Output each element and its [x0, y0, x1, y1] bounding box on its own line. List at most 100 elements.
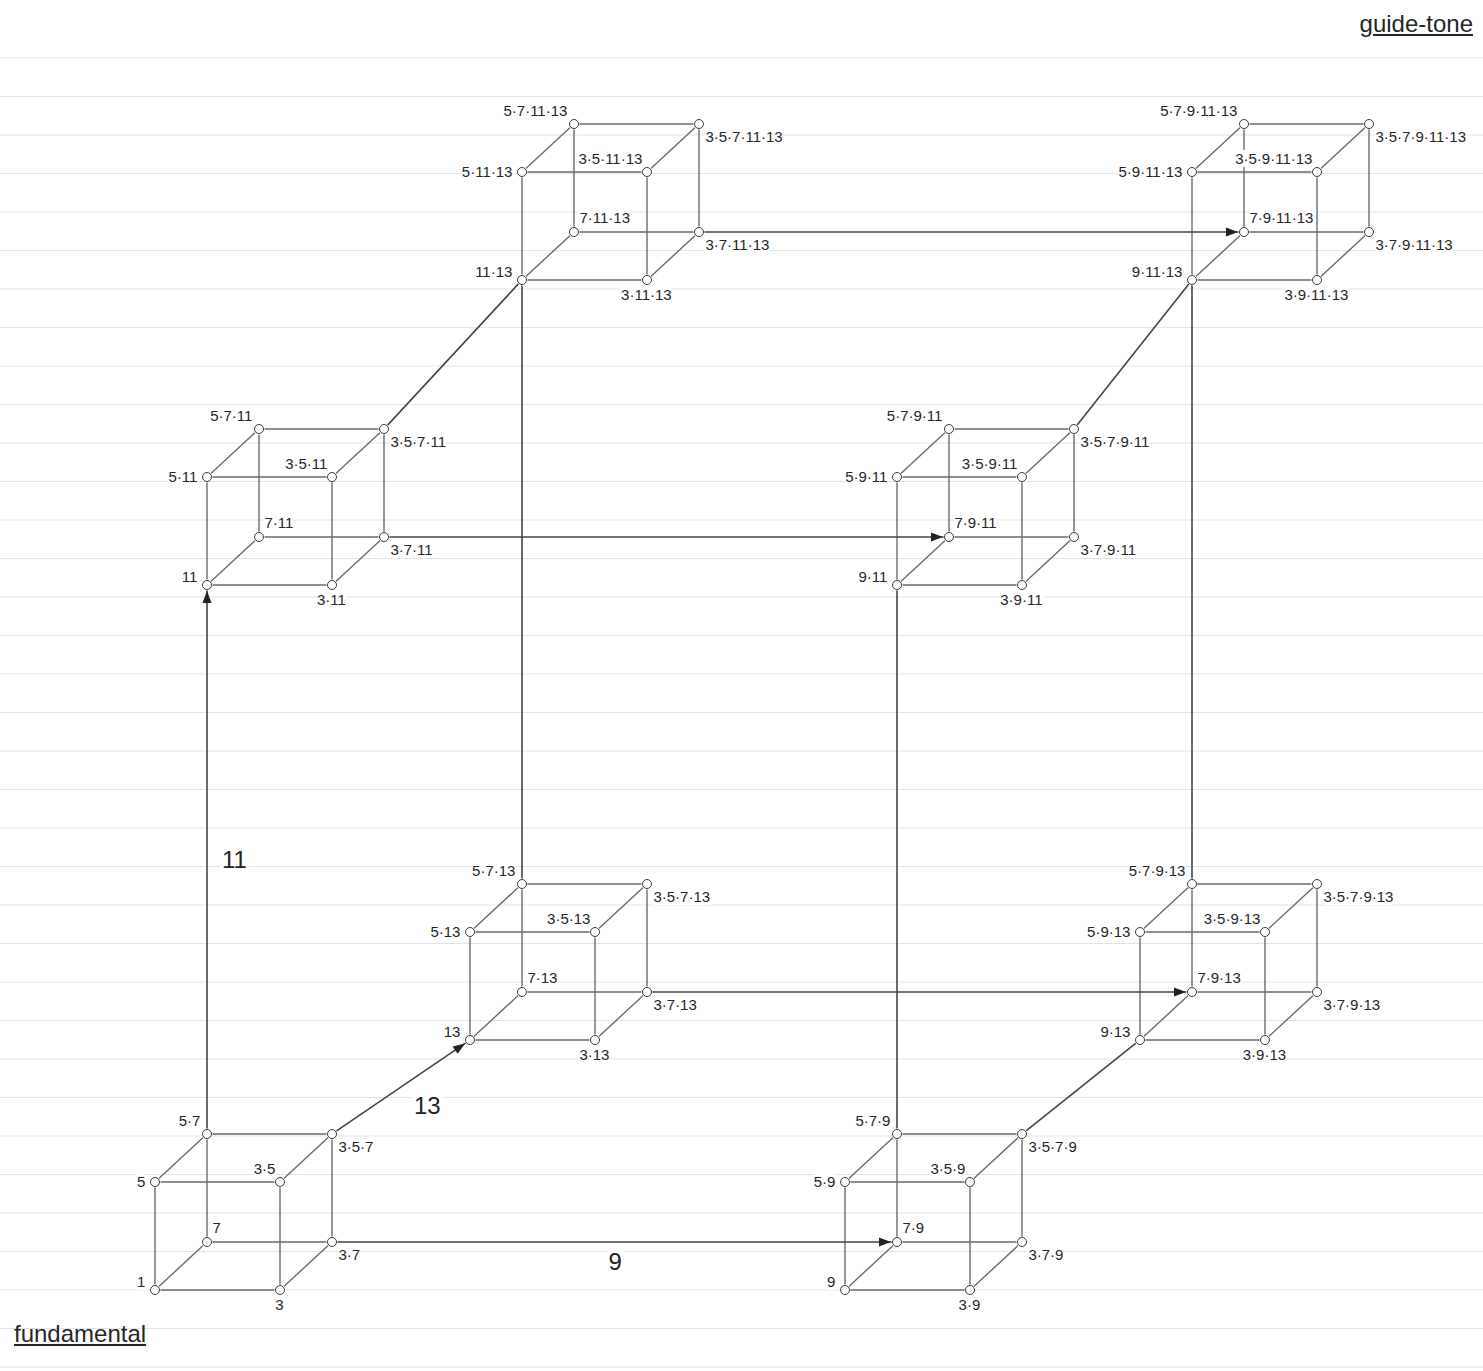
cube-vertex: 3·7·9	[1017, 1237, 1027, 1247]
link-line	[388, 284, 518, 424]
edge-line	[213, 584, 326, 585]
cube-edge	[974, 1246, 1017, 1286]
edge-line	[1144, 996, 1187, 1036]
cube-edge	[1250, 232, 1363, 233]
cube-edge	[336, 433, 379, 473]
edge-line	[1139, 938, 1140, 1034]
edge-line	[1196, 236, 1239, 276]
cube-edge	[1265, 938, 1266, 1034]
vertex-label: 3·9	[959, 1296, 981, 1313]
edge-line	[1191, 890, 1192, 986]
edge-line	[903, 1133, 1016, 1134]
cube-edge	[1196, 128, 1239, 168]
edge-line	[1321, 236, 1364, 276]
vertex-label: 3·7·11	[390, 541, 432, 558]
vertex-label: 7·9	[902, 1219, 924, 1236]
edge-line	[1198, 279, 1311, 280]
cube-edge	[528, 172, 641, 173]
cube-vertex: 3·5·7·13	[642, 879, 652, 889]
cube-edge	[1026, 541, 1069, 581]
cube-edge	[901, 541, 944, 581]
cube-vertex: 7·11·13	[569, 227, 579, 237]
edge-line	[336, 541, 379, 581]
edge-line	[206, 483, 207, 579]
edge-line	[646, 178, 647, 274]
cube-vertex: 3·5·9·11	[1017, 472, 1027, 482]
vertex-label: 3·5·9·11·13	[1235, 150, 1312, 167]
cube-vertex: 3·5·7·11·13	[694, 119, 704, 129]
edge-line	[955, 536, 1068, 537]
cube-edge	[1198, 172, 1311, 173]
vertex-label: 3·9·11	[1000, 591, 1042, 608]
arrow-head	[931, 533, 943, 542]
cube-vertex: 7·9	[892, 1237, 902, 1247]
cube-edge	[159, 1246, 202, 1286]
vertex-label: 3·7·11·13	[705, 236, 769, 253]
vertex-label: 13	[444, 1023, 461, 1040]
vertex-label: 5·7·11·13	[503, 102, 567, 119]
arrow-head	[879, 1238, 891, 1247]
cube-edge	[1244, 130, 1245, 226]
edge-line	[705, 231, 1238, 233]
cube-vertex: 5·7·9·13	[1187, 879, 1197, 889]
cube-edge	[265, 537, 378, 538]
edge-line	[213, 1241, 326, 1242]
cube-vertex: 13	[465, 1035, 475, 1045]
edge-line	[528, 883, 641, 884]
vertex-label: 3·11	[317, 591, 346, 608]
edge-line	[1026, 433, 1069, 473]
cube-vertex: 3·5·13	[590, 927, 600, 937]
ruled-line	[0, 58, 1483, 1367]
edge-line	[284, 1246, 327, 1286]
cube-edge	[849, 1138, 892, 1178]
cube-vertex: 5·7·9·11·13	[1239, 119, 1249, 129]
cube-vertex: 3·9·11	[1017, 580, 1027, 590]
cube-edge	[901, 433, 944, 473]
cube-edge	[580, 124, 693, 125]
edge-line	[580, 123, 693, 124]
edge-line	[1269, 888, 1312, 928]
edge-line	[599, 996, 642, 1036]
edge-line	[1321, 128, 1364, 168]
cube-edge	[955, 429, 1068, 430]
cube-edge	[213, 477, 326, 478]
cube-vertex: 3·5·7·9	[1017, 1129, 1027, 1139]
cube-vertex: 9·11·13	[1187, 275, 1197, 285]
cube-vertex: 5·9·11·13	[1187, 167, 1197, 177]
vertex-label: 7·9·13	[1197, 969, 1240, 986]
edge-line	[528, 171, 641, 172]
vertex-label: 9	[827, 1273, 835, 1290]
edge-line	[955, 428, 1068, 429]
edge-line	[1021, 483, 1022, 579]
cube-edge	[949, 435, 950, 531]
link-line	[1078, 285, 1189, 425]
cube-vertex: 3·5	[275, 1177, 285, 1187]
edge-line	[213, 476, 326, 477]
cube-vertex: 5·9	[840, 1177, 850, 1187]
cube-vertex: 5·7·11·13	[569, 119, 579, 129]
cube-edge	[1026, 433, 1069, 473]
edge-line	[211, 433, 254, 473]
vertex-label: 5·7·9·11	[887, 407, 943, 424]
cube-edge	[849, 1246, 892, 1286]
vertex-label: 7·9·11	[954, 514, 996, 531]
cube-vertex: 3·5·11·13	[642, 167, 652, 177]
cube-vertex: 5·7	[202, 1129, 212, 1139]
link-line	[653, 988, 1186, 997]
edge-line	[851, 1289, 964, 1290]
cube-edge	[1250, 124, 1363, 125]
vertex-label: 3	[275, 1296, 283, 1313]
cube-vertex: 3·11	[327, 580, 337, 590]
cube-edge	[1269, 996, 1312, 1036]
edge-line	[851, 1181, 964, 1182]
vertex-label: 9·13	[1100, 1023, 1130, 1040]
cube-edge	[1192, 178, 1193, 274]
arrow-head	[1174, 988, 1186, 997]
cube-edge	[1369, 130, 1370, 226]
vertex-label: 5·7·9·13	[1129, 862, 1186, 879]
vertex-label: 3·5·7·9·13	[1323, 888, 1393, 905]
cube-vertex: 3·7·11·13	[694, 227, 704, 237]
edge-line	[338, 1241, 891, 1243]
vertex-label: 5·7·11	[210, 407, 252, 424]
